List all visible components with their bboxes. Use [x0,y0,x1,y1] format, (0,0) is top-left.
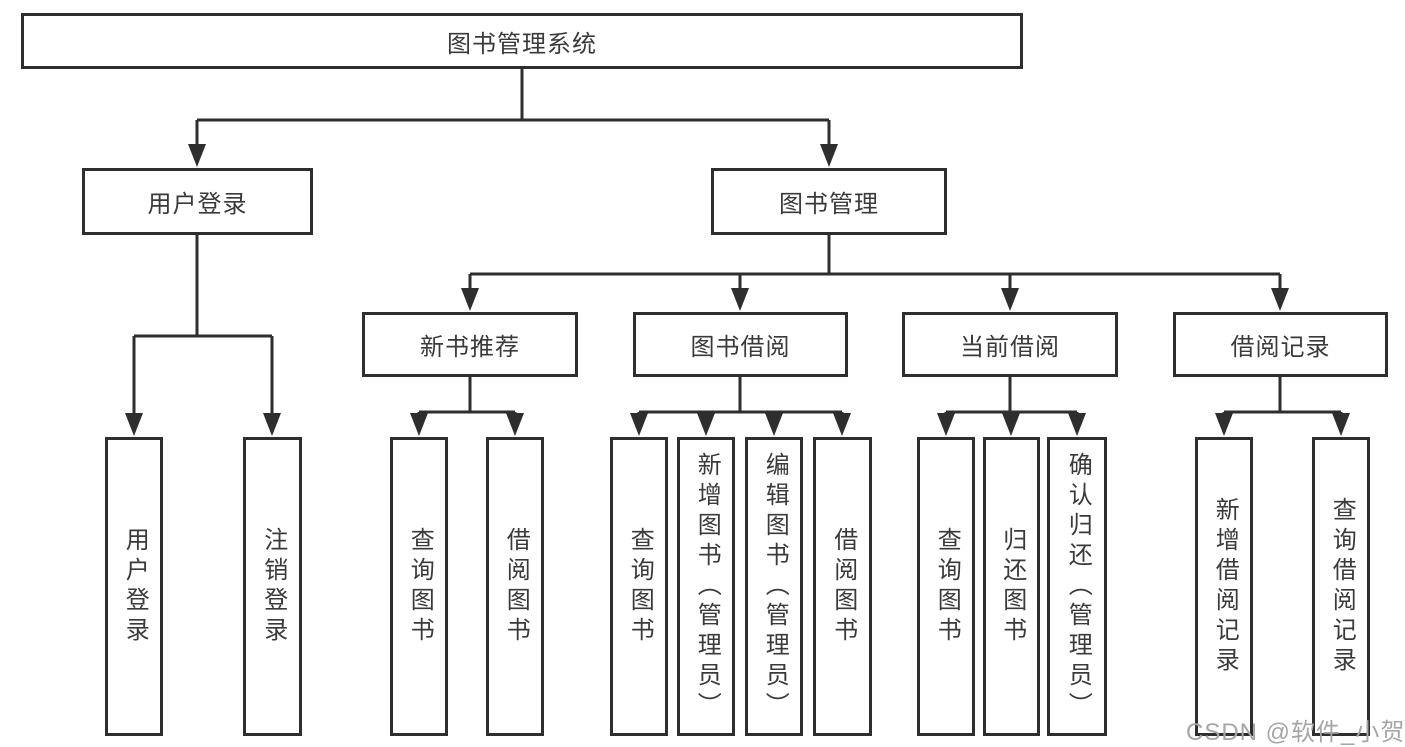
leaf-add-book-admin: 新增图书（管理员） [677,437,735,736]
node-new-book-recommendation: 新书推荐 [362,312,578,377]
watermark: CSDN @软件_小贺同学 [1186,719,1405,746]
node-library-system: 图书管理系统 [21,13,1023,69]
leaf-query-books-current: 查询图书 [917,437,975,736]
node-book-management: 图书管理 [711,168,947,235]
leaf-query-borrow-record: 查询借阅记录 [1312,437,1370,736]
leaf-add-borrow-record: 新增借阅记录 [1195,437,1253,736]
node-user-login: 用户登录 [82,168,313,235]
leaf-query-books-recommend: 查询图书 [390,437,448,736]
leaf-query-books-borrowing: 查询图书 [610,437,668,736]
leaf-borrow-books-borrowing: 借阅图书 [813,437,872,736]
leaf-edit-book-admin: 编辑图书（管理员） [745,437,803,736]
leaf-borrow-books-recommend: 借阅图书 [486,437,544,736]
leaf-user-login: 用户登录 [105,437,163,736]
node-borrowing-records: 借阅记录 [1173,312,1388,377]
leaf-logout-login: 注销登录 [243,437,302,736]
node-book-borrowing: 图书借阅 [633,312,848,377]
leaf-confirm-return-admin: 确认归还（管理员） [1047,437,1107,736]
leaf-return-books: 归还图书 [983,437,1040,736]
node-current-borrowing: 当前借阅 [902,312,1118,377]
